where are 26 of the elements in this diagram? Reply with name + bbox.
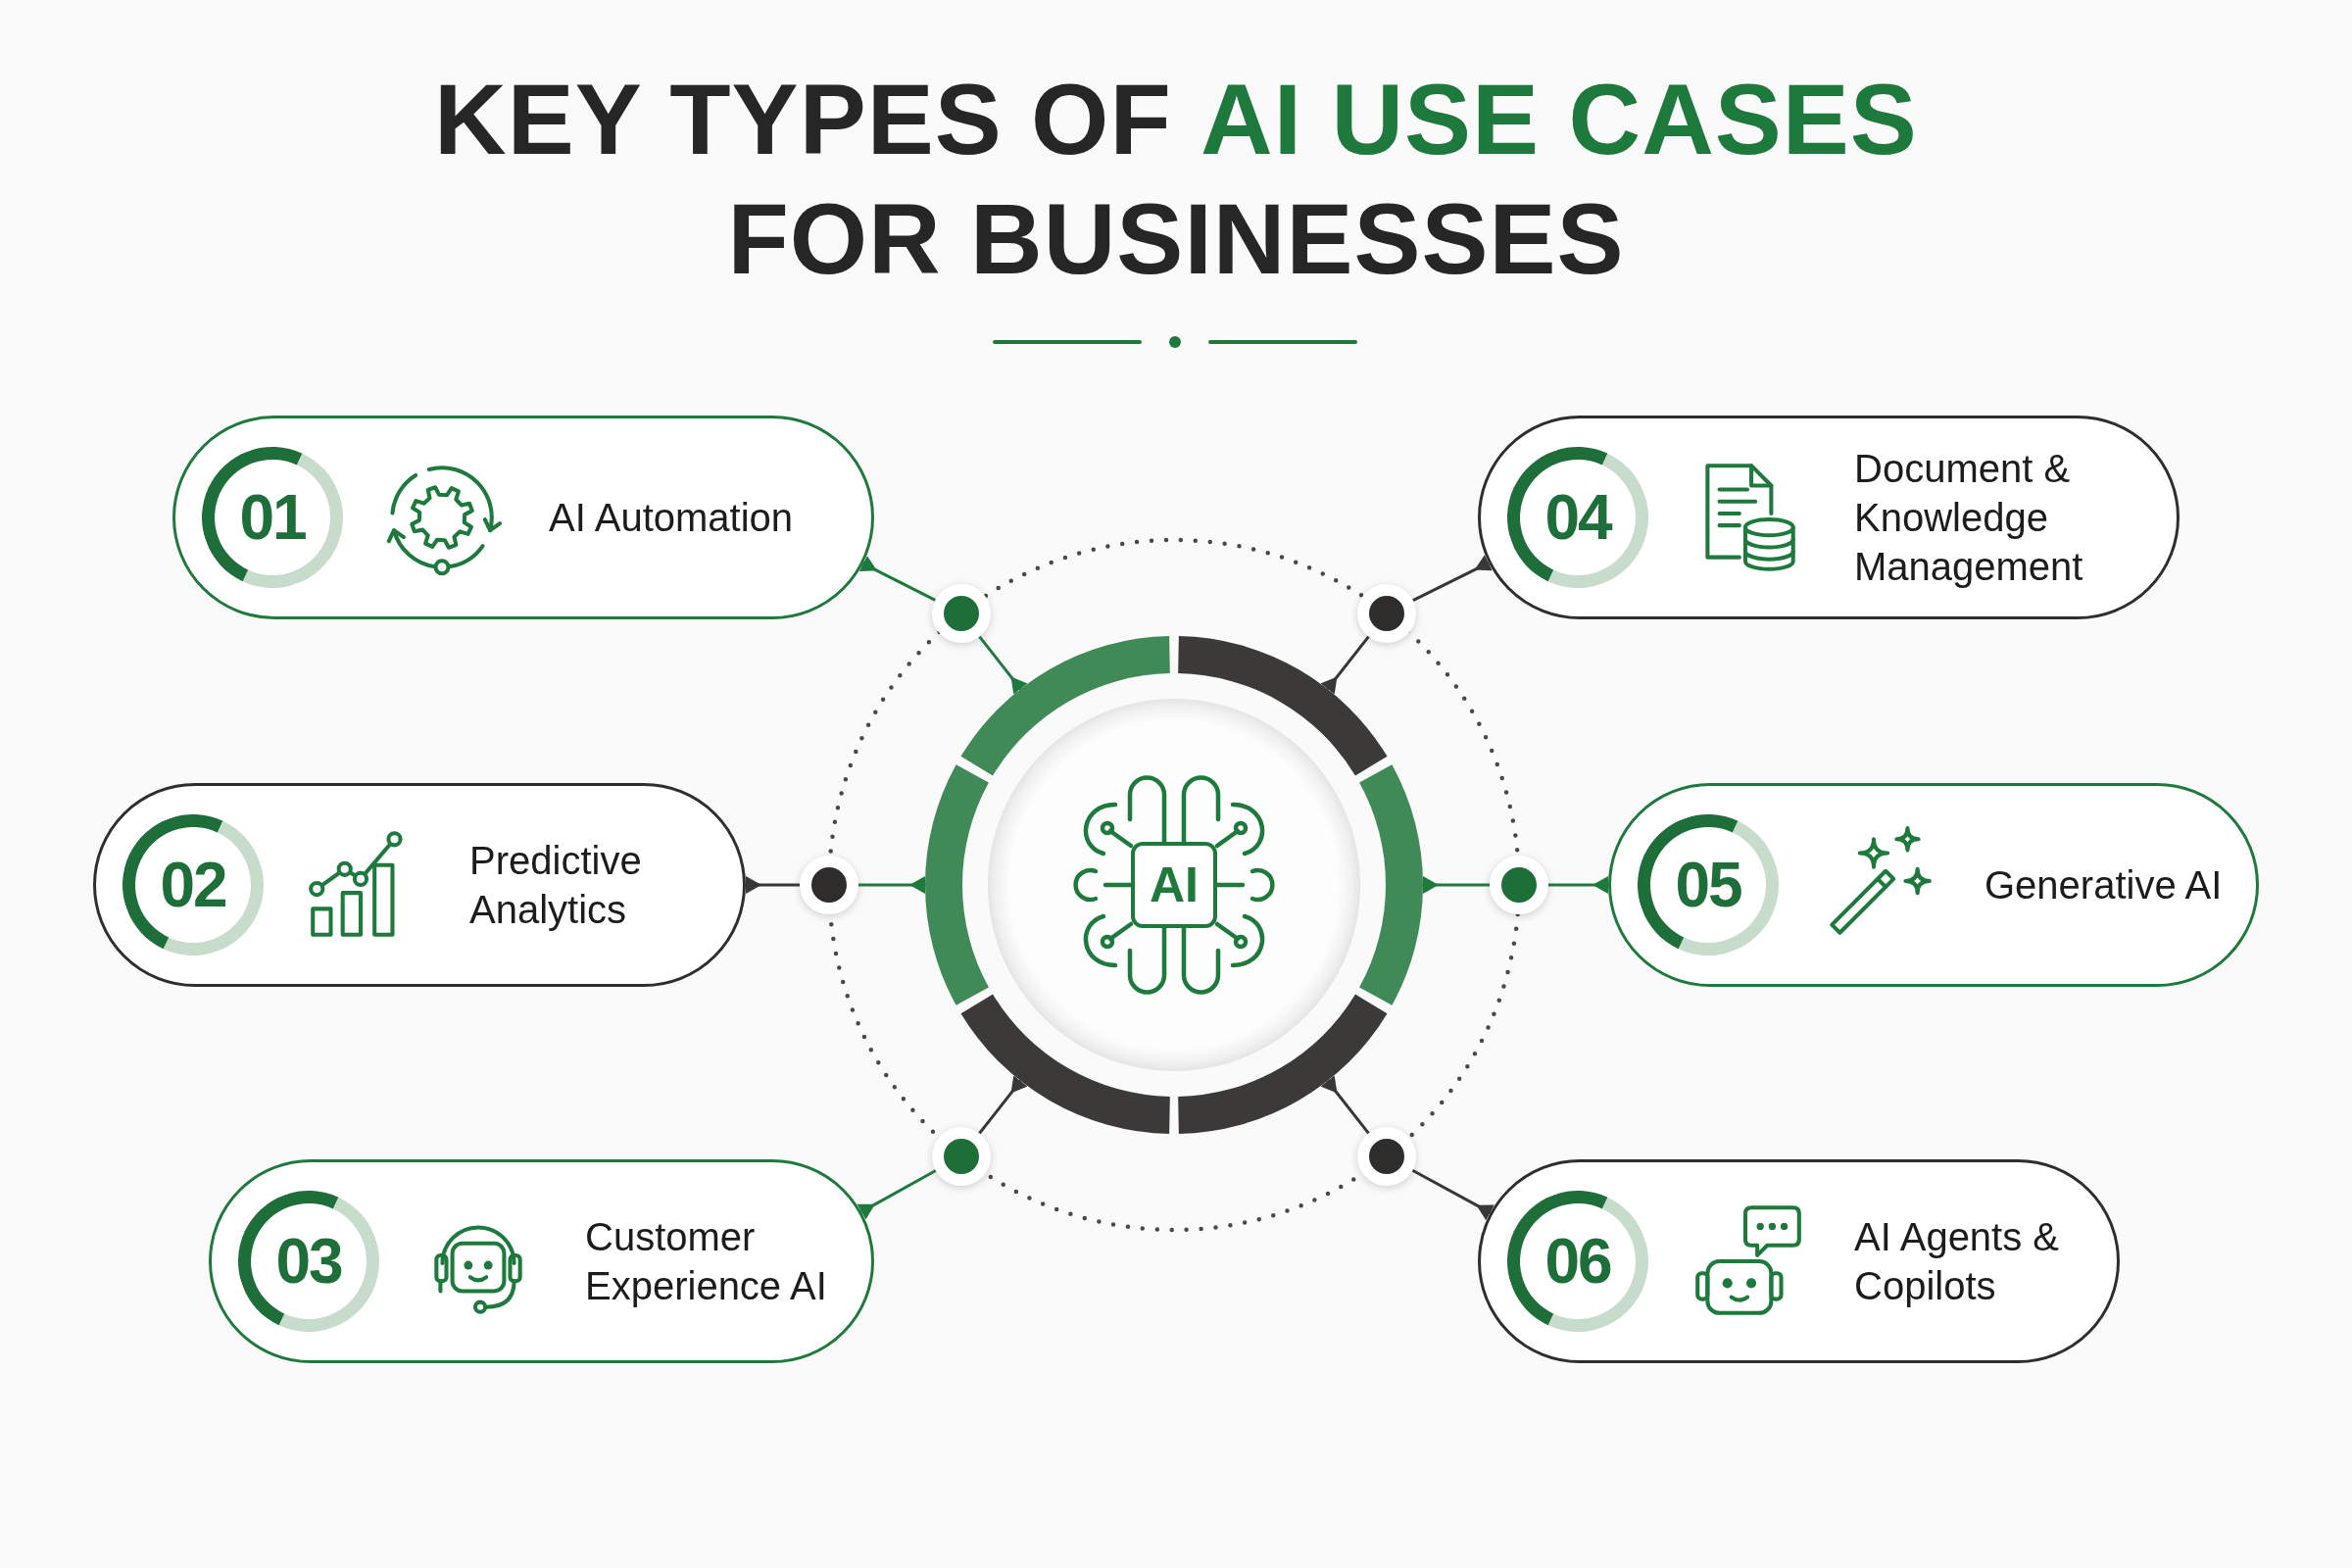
connector-line: [1423, 876, 1490, 894]
connector-line: [858, 876, 925, 894]
step-number: 03: [275, 1230, 342, 1293]
connector-line: [1320, 635, 1370, 695]
connector-line: [1412, 555, 1493, 602]
connector-line: [857, 1169, 937, 1220]
use-case-label: AI Automation: [549, 495, 795, 541]
connector-line: [1320, 1075, 1370, 1135]
chip-label: AI: [1131, 842, 1217, 928]
step-number: 06: [1544, 1230, 1611, 1293]
step-number: 05: [1675, 854, 1741, 916]
use-case-label: Predictive Analytics: [469, 838, 643, 933]
use-case-label: Generative AI: [1984, 862, 2224, 908]
connector-line: [1548, 876, 1608, 894]
connector-line: [858, 556, 936, 602]
use-case-label: AI Agents & Copilots: [1854, 1214, 2061, 1309]
step-number: 04: [1544, 486, 1611, 549]
use-case-label: Customer Experience AI: [585, 1214, 828, 1309]
connector-line: [978, 635, 1028, 695]
use-case-label: Document & Knowledge Management: [1854, 446, 2084, 590]
connector-line: [1411, 1169, 1494, 1221]
connector-line: [978, 1075, 1028, 1135]
connector-line: [746, 876, 800, 894]
step-number: 01: [239, 486, 306, 549]
step-number: 02: [160, 854, 226, 916]
title: KEY TYPES OF AI USE CASES FOR BUSINESSES: [433, 63, 1919, 297]
